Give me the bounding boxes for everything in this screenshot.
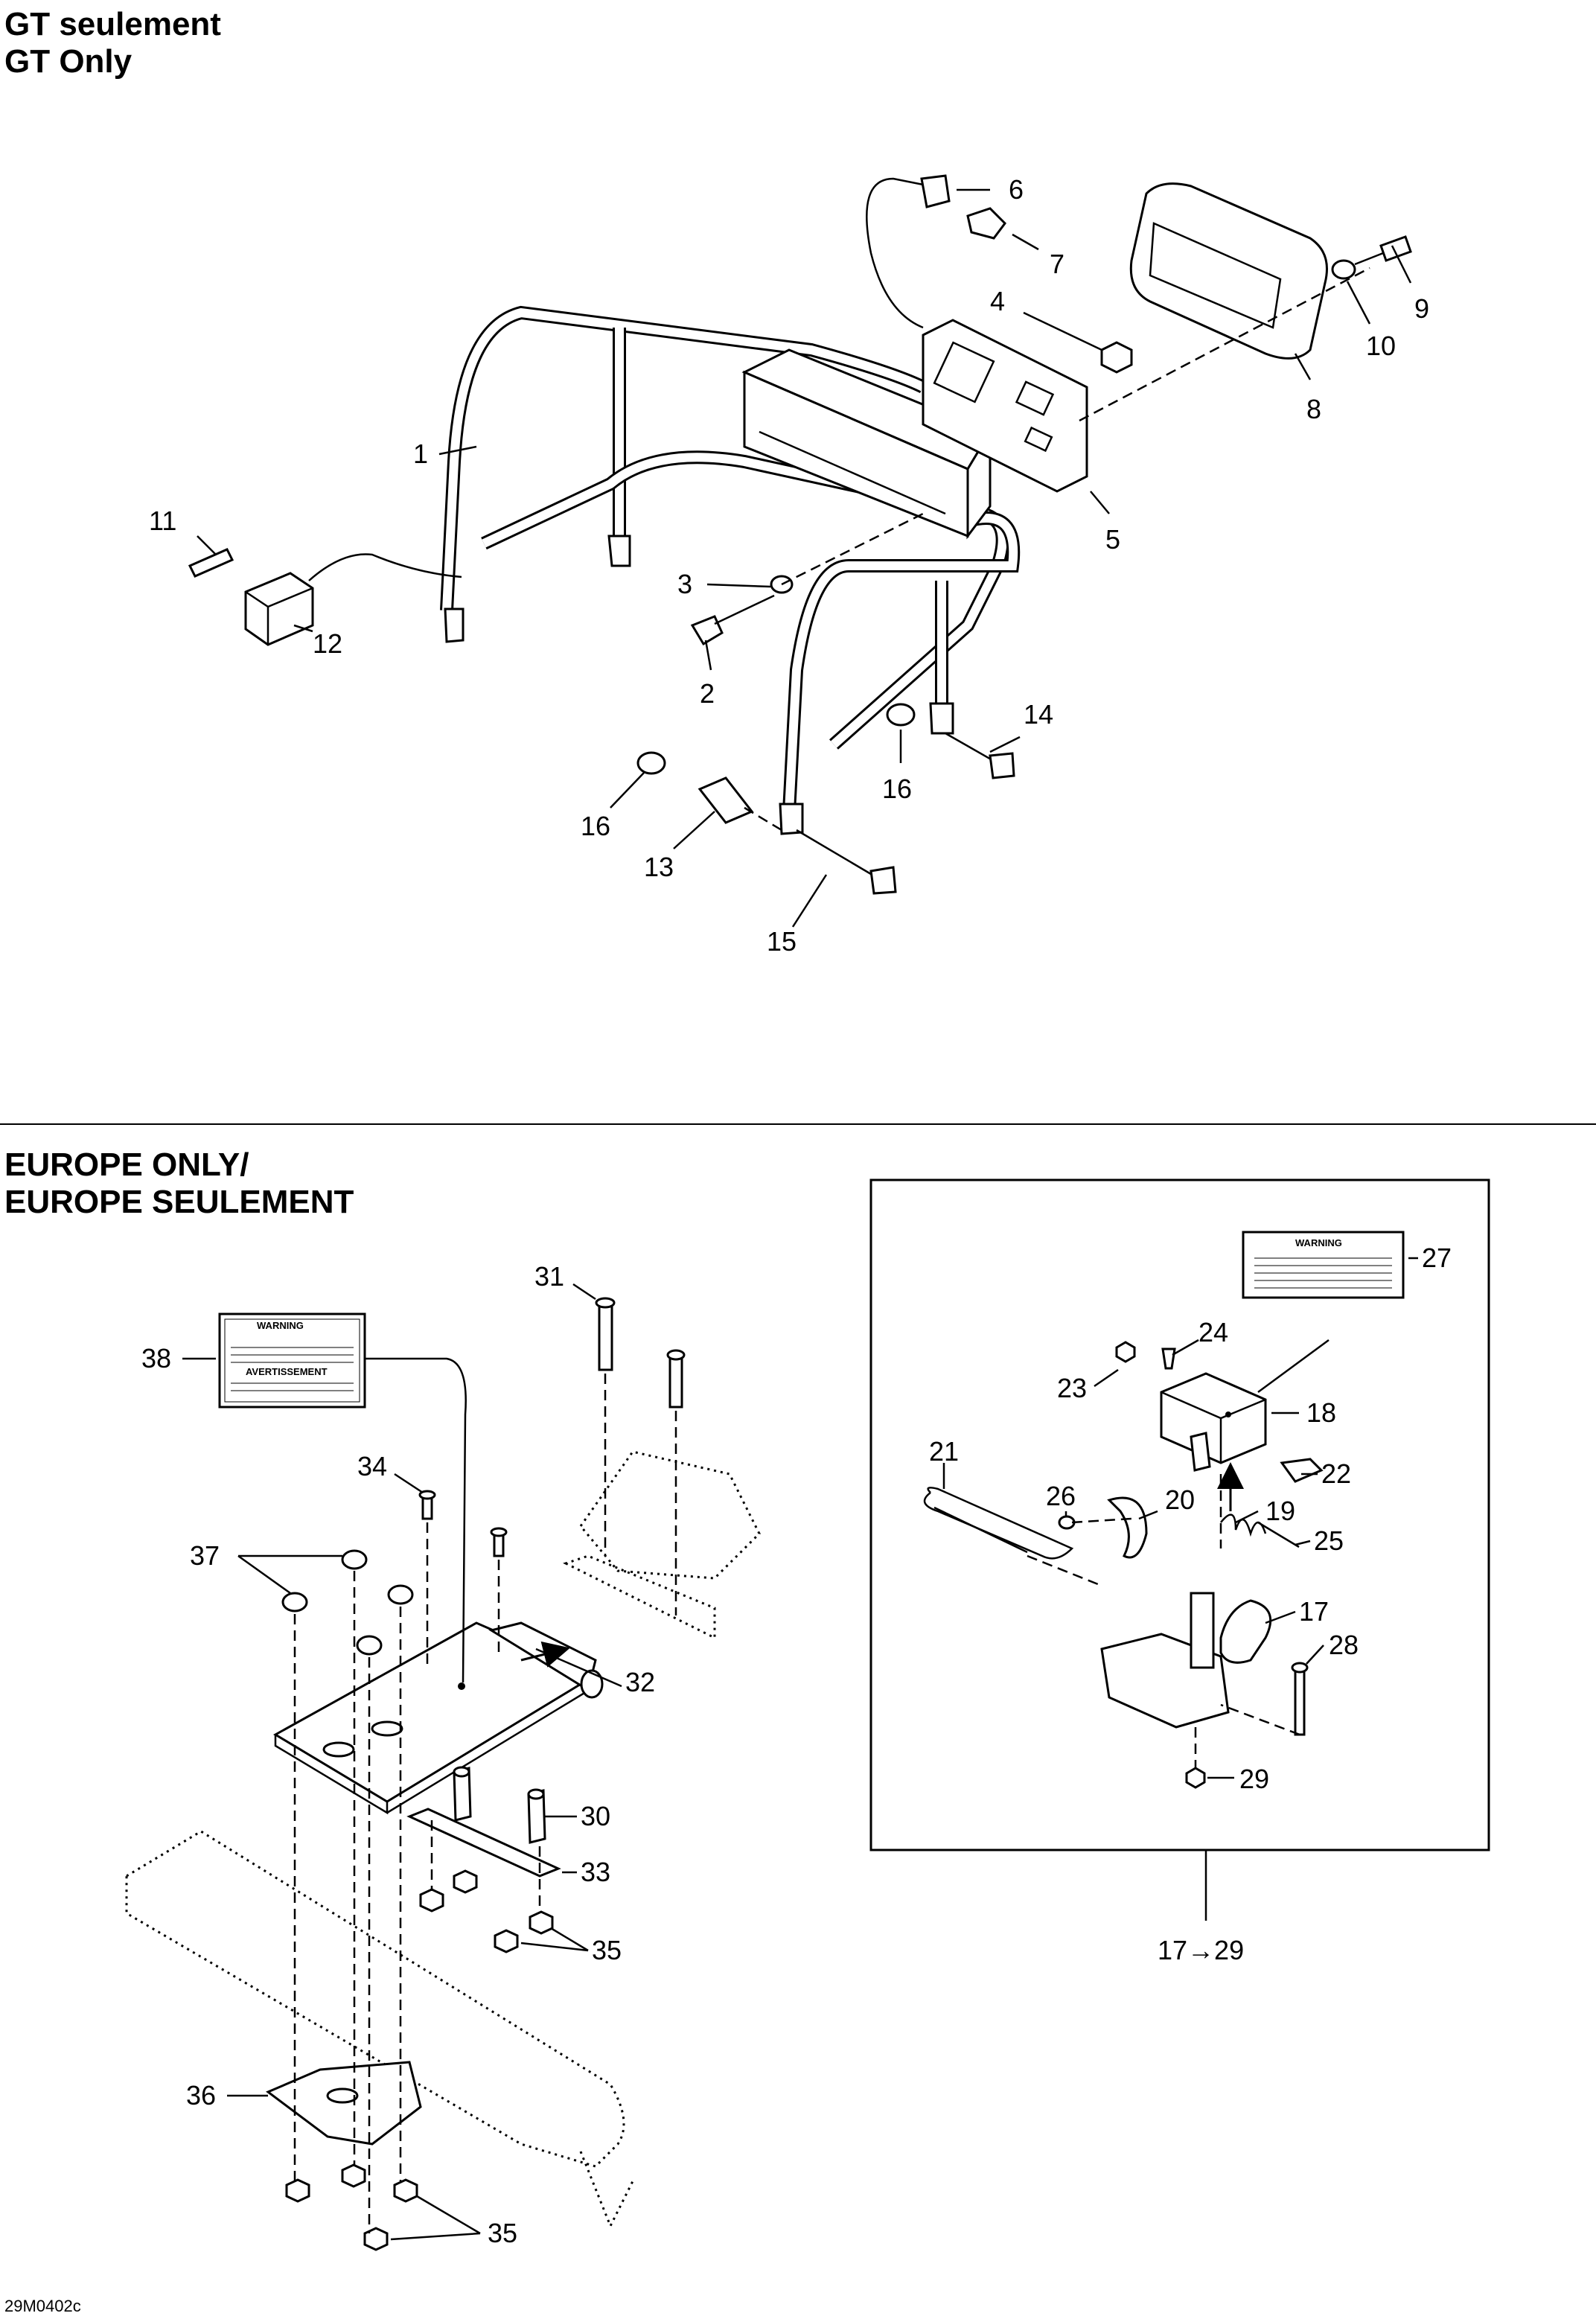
callout-35b: 35 — [488, 2218, 518, 2248]
light-bracket — [922, 319, 1088, 493]
callout-25: 25 — [1314, 1525, 1344, 1556]
gt-title-fr: GT seulement — [4, 6, 221, 42]
callout-13: 13 — [644, 852, 674, 882]
backrest-pad — [741, 348, 992, 540]
lower-plate — [266, 2061, 422, 2146]
callout-15: 15 — [767, 926, 797, 957]
callout-19: 19 — [1265, 1496, 1296, 1526]
europe-leaders — [182, 1283, 622, 2241]
kit-parts — [923, 1341, 1324, 1789]
callout-21: 21 — [929, 1436, 960, 1467]
diagram-code: 29M0402c — [4, 2297, 81, 2315]
callout-8: 8 — [1306, 394, 1322, 424]
europe-title-line1: EUROPE ONLY/ — [4, 1146, 249, 1183]
decal-38-avertissement: AVERTISSEMENT — [246, 1366, 328, 1377]
callout-26: 26 — [1046, 1481, 1076, 1511]
hitch-bolts — [281, 1297, 686, 1656]
callout-14: 14 — [1024, 699, 1054, 730]
callout-2: 2 — [700, 678, 715, 709]
warning-decal-38 — [218, 1312, 366, 1409]
callout-18: 18 — [1306, 1397, 1337, 1428]
decal-27-warning: WARNING — [1295, 1237, 1342, 1248]
tail-light — [1129, 182, 1328, 360]
callout-10: 10 — [1366, 331, 1396, 361]
callout-33: 33 — [581, 1857, 611, 1887]
hitch-kit-box — [869, 1178, 1490, 1921]
callout-35a: 35 — [592, 1935, 622, 1965]
callout-23: 23 — [1057, 1373, 1088, 1403]
callout-31: 31 — [534, 1261, 565, 1292]
callout-11: 11 — [149, 505, 177, 536]
callout-20: 20 — [1165, 1484, 1196, 1515]
callout-22: 22 — [1321, 1458, 1352, 1489]
backrest-frame — [440, 305, 1021, 835]
callout-9: 9 — [1414, 293, 1430, 324]
decal-38-warning: WARNING — [257, 1320, 304, 1331]
callout-5: 5 — [1105, 524, 1121, 555]
callout-16a: 16 — [581, 811, 611, 841]
kit-range-label: 17→29 — [1158, 1935, 1245, 1965]
callout-27: 27 — [1422, 1243, 1452, 1273]
callout-24: 24 — [1198, 1317, 1229, 1347]
callout-4: 4 — [990, 286, 1006, 316]
callout-16b: 16 — [882, 773, 913, 804]
callout-34: 34 — [357, 1451, 388, 1481]
callout-30: 30 — [581, 1801, 611, 1831]
gt-title-en: GT Only — [4, 43, 133, 80]
europe-title-line2: EUROPE SEULEMENT — [4, 1184, 354, 1220]
callout-28: 28 — [1329, 1630, 1359, 1660]
hitch-axes — [293, 1374, 677, 2233]
callout-36: 36 — [186, 2080, 217, 2111]
hitch-nuts — [285, 1869, 554, 2251]
lower-bar — [406, 1766, 561, 1878]
callout-29: 29 — [1239, 1764, 1270, 1794]
hitch-bracket-outline — [563, 1450, 761, 1640]
chassis-outline — [125, 1830, 625, 2168]
callout-1: 1 — [413, 438, 429, 469]
gt-leaders — [197, 188, 1412, 928]
callout-3: 3 — [677, 569, 693, 599]
callout-6: 6 — [1009, 174, 1024, 205]
callout-12: 12 — [313, 628, 343, 659]
callout-17: 17 — [1299, 1596, 1330, 1627]
callout-37: 37 — [190, 1540, 220, 1571]
callout-38: 38 — [141, 1343, 172, 1374]
callout-32: 32 — [625, 1667, 656, 1697]
callout-7: 7 — [1050, 249, 1065, 279]
warning-decal-27 — [1242, 1231, 1405, 1299]
kit-leaders — [942, 1257, 1418, 1779]
